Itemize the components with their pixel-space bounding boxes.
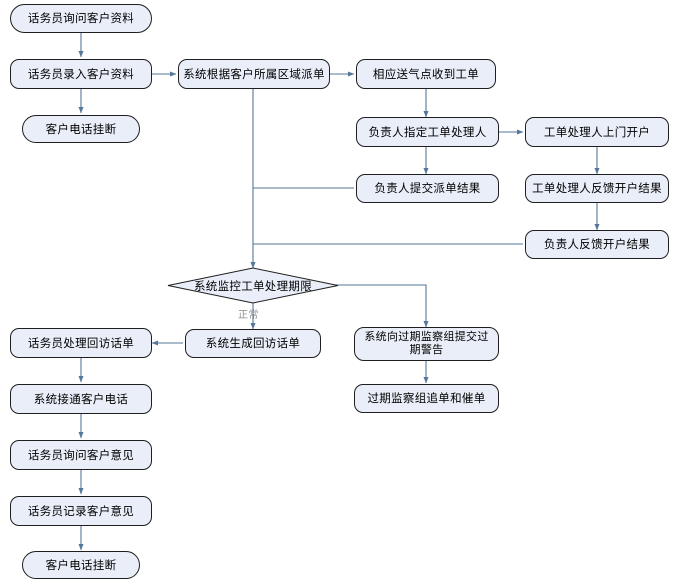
node-monitor-ticket-deadline[interactable]: 系统监控工单处理期限: [167, 267, 339, 304]
node-manager-feedback-result[interactable]: 负责人反馈开户结果: [525, 230, 669, 259]
node-enter-customer-info[interactable]: 话务员录入客户资料: [10, 59, 152, 89]
node-label: 工单处理人反馈开户结果: [532, 181, 662, 196]
node-label: 话务员处理回访话单: [27, 335, 135, 350]
node-system-calls-customer[interactable]: 系统接通客户电话: [10, 384, 152, 414]
node-label: 话务员询问客户意见: [27, 447, 135, 462]
node-label: 客户电话挂断: [45, 121, 117, 136]
node-handler-onsite-open-account[interactable]: 工单处理人上门开户: [525, 117, 669, 147]
node-label: 工单处理人上门开户: [543, 124, 651, 139]
node-label: 话务员记录客户意见: [27, 503, 135, 518]
node-ask-customer-info[interactable]: 话务员询问客户资料: [10, 4, 152, 33]
edge-label-normal: 正常: [238, 310, 259, 321]
node-manager-submits-dispatch-result[interactable]: 负责人提交派单结果: [356, 174, 499, 203]
node-label: 话务员询问客户资料: [27, 11, 135, 26]
node-handler-feedback-result[interactable]: 工单处理人反馈开户结果: [525, 174, 669, 203]
node-agent-handles-followup-sheet[interactable]: 话务员处理回访话单: [10, 328, 152, 358]
node-label: 负责人反馈开户结果: [543, 237, 651, 252]
node-label: 负责人指定工单处理人: [368, 124, 487, 139]
node-label: 过期监察组追单和催单: [367, 391, 486, 406]
node-label: 话务员录入客户资料: [27, 66, 135, 81]
node-label: 系统根据客户所属区域派单: [183, 66, 325, 81]
node-label: 系统向过期监察组提交过期警告: [364, 330, 489, 356]
node-label: 系统生成回访话单: [205, 336, 301, 351]
node-manager-assigns-handler[interactable]: 负责人指定工单处理人: [356, 117, 499, 147]
node-customer-hangup-top[interactable]: 客户电话挂断: [22, 115, 140, 143]
node-dispatch-by-region[interactable]: 系统根据客户所属区域派单: [178, 59, 330, 89]
node-label: 相应送气点收到工单: [372, 66, 480, 81]
node-agent-records-opinion[interactable]: 话务员记录客户意见: [10, 496, 152, 526]
diamond-shape: [167, 267, 339, 304]
node-customer-hangup-bottom[interactable]: 客户电话挂断: [22, 551, 140, 579]
node-overdue-group-chases-ticket[interactable]: 过期监察组追单和催单: [354, 384, 499, 413]
node-submit-overdue-warning[interactable]: 系统向过期监察组提交过期警告: [354, 327, 499, 361]
node-gas-station-receives-ticket[interactable]: 相应送气点收到工单: [356, 59, 496, 89]
node-agent-asks-opinion[interactable]: 话务员询问客户意见: [10, 440, 152, 470]
node-label: 负责人提交派单结果: [374, 181, 481, 196]
node-label: 客户电话挂断: [45, 557, 117, 572]
edge-decision-n13: [314, 284, 429, 328]
node-generate-followup-sheet[interactable]: 系统生成回访话单: [185, 329, 321, 358]
node-label: 系统接通客户电话: [33, 391, 129, 406]
